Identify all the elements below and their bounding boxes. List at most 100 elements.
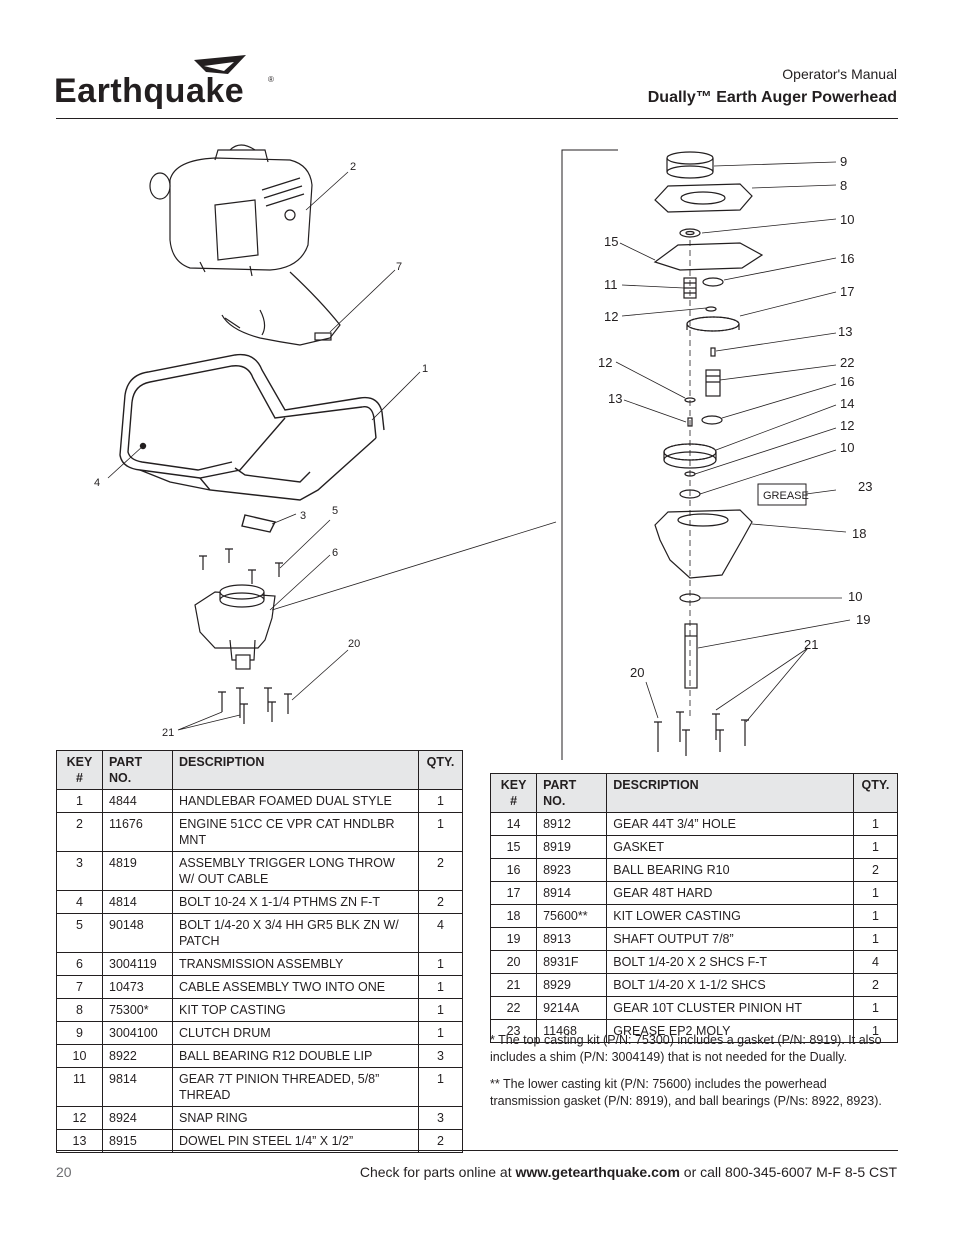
cell-key: 23	[489, 1019, 538, 1043]
cell-qty: 2	[852, 973, 899, 997]
header-qty: QTY.	[852, 773, 899, 813]
cell-key: 2	[56, 812, 103, 852]
cell-part-no: 8919	[536, 835, 608, 859]
cell-qty: 3	[418, 1044, 463, 1068]
bearing-16-top-illustration	[702, 277, 724, 287]
cell-description: GEAR 7T PINION THREADED, 5/8” THREAD	[172, 1067, 419, 1107]
cell-part-no: 8913	[536, 927, 608, 951]
cell-description: GASKET	[606, 835, 854, 859]
bearing-16-lower-illustration	[701, 415, 723, 425]
callout-20-right: 20	[630, 665, 644, 680]
cell-description: GEAR 10T CLUSTER PINION HT	[606, 996, 854, 1020]
cell-part-no: 8912	[536, 812, 608, 836]
callout-3: 3	[300, 510, 306, 522]
cell-description: GEAR 44T 3/4” HOLE	[606, 812, 854, 836]
cell-part-no: 11468	[536, 1019, 608, 1043]
callout-6: 6	[332, 547, 338, 559]
callout-13-left: 13	[608, 391, 622, 406]
cell-qty: 1	[418, 1067, 463, 1107]
callouts-right: 9 8 10 15 16 11 17 12 13 12 22 16 13 14 …	[598, 154, 872, 680]
cell-part-no: 8914	[536, 881, 608, 905]
callout-21: 21	[162, 727, 174, 739]
callout-10-mid: 10	[840, 440, 854, 455]
callout-8: 8	[840, 178, 847, 193]
cell-qty: 1	[418, 789, 463, 813]
cell-description: SHAFT OUTPUT 7/8”	[606, 927, 854, 951]
cell-qty: 1	[852, 927, 899, 951]
gear-17-illustration	[686, 316, 740, 332]
cell-description: BOLT 1/4-20 X 1-1/2 SHCS	[606, 973, 854, 997]
footer-divider	[56, 1150, 898, 1151]
cell-part-no: 8923	[536, 858, 608, 882]
leader-lines-left	[107, 171, 557, 731]
cable-illustration	[221, 271, 341, 346]
note-top-casting: * The top casting kit (P/N: 75300) inclu…	[490, 1033, 882, 1064]
cell-part-no: 90148	[102, 913, 173, 953]
cell-part-no: 9814	[102, 1067, 173, 1107]
callout-1: 1	[422, 363, 428, 375]
cell-qty: 3	[418, 1106, 463, 1130]
snap-ring-12-illustration	[705, 306, 717, 312]
cell-qty: 1	[852, 812, 899, 836]
callout-9: 9	[840, 154, 847, 169]
leader-lines-right	[615, 161, 851, 723]
cell-qty: 2	[852, 858, 899, 882]
callout-13-top: 13	[838, 324, 852, 339]
cell-key: 12	[56, 1106, 103, 1130]
cell-description: CABLE ASSEMBLY TWO INTO ONE	[172, 975, 419, 999]
cell-key: 21	[489, 973, 538, 997]
cell-key: 14	[489, 812, 538, 836]
callout-23: 23	[858, 479, 872, 494]
callout-4: 4	[94, 477, 100, 489]
website-link[interactable]: www.getearthquake.com	[515, 1164, 680, 1180]
cell-description: BOLT 10-24 X 1-1/4 PTHMS ZN F-T	[172, 890, 419, 914]
cell-description: SNAP RING	[172, 1106, 419, 1130]
earthquake-logo: Earthquake ®	[54, 55, 274, 110]
header-key: KEY #	[489, 773, 538, 813]
header-part-no: PART NO.	[102, 750, 173, 790]
product-title: Dually™ Earth Auger Powerhead	[647, 89, 897, 106]
page-number: 20	[56, 1164, 72, 1180]
cell-key: 20	[489, 950, 538, 974]
callouts-left: 2 7 1 4 3 5 6 20 21	[94, 161, 428, 739]
callout-17: 17	[840, 284, 854, 299]
cell-qty: 1	[418, 975, 463, 999]
note-lower-casting: ** The lower casting kit (P/N: 75600) in…	[490, 1077, 882, 1108]
engine-illustration	[149, 144, 313, 277]
cell-part-no: 8915	[102, 1129, 173, 1153]
top-casting-illustration	[654, 183, 753, 213]
cell-part-no: 75600**	[536, 904, 608, 928]
cell-description: BOLT 1/4-20 X 2 SHCS F-T	[606, 950, 854, 974]
cell-qty: 2	[418, 890, 463, 914]
cell-qty: 1	[852, 904, 899, 928]
cell-part-no: 4844	[102, 789, 173, 813]
cell-key: 9	[56, 1021, 103, 1045]
grease-label-box	[757, 483, 807, 506]
footer-contact: Check for parts online at www.getearthqu…	[360, 1164, 897, 1180]
callout-18: 18	[852, 526, 866, 541]
cell-key: 3	[56, 851, 103, 891]
header-part-no: PART NO.	[536, 773, 608, 813]
cell-description: BALL BEARING R12 DOUBLE LIP	[172, 1044, 419, 1068]
cell-key: 1	[56, 789, 103, 813]
cell-key: 5	[56, 913, 103, 953]
callout-16-lower: 16	[840, 374, 854, 389]
cell-description: BOLT 1/4-20 X 3/4 HH GR5 BLK ZN W/ PATCH	[172, 913, 419, 953]
callout-22: 22	[840, 355, 854, 370]
callout-5: 5	[332, 505, 338, 517]
transmission-assembly-illustration	[194, 584, 276, 670]
lower-casting-illustration	[654, 509, 753, 579]
cell-qty: 1	[418, 952, 463, 976]
grease-label: GREASE	[763, 490, 809, 502]
header-divider	[56, 118, 898, 119]
exploded-parts-diagram: GREASE 2 7 1 4 3 5 6 20 21 9 8 10 15 16 …	[94, 144, 872, 760]
